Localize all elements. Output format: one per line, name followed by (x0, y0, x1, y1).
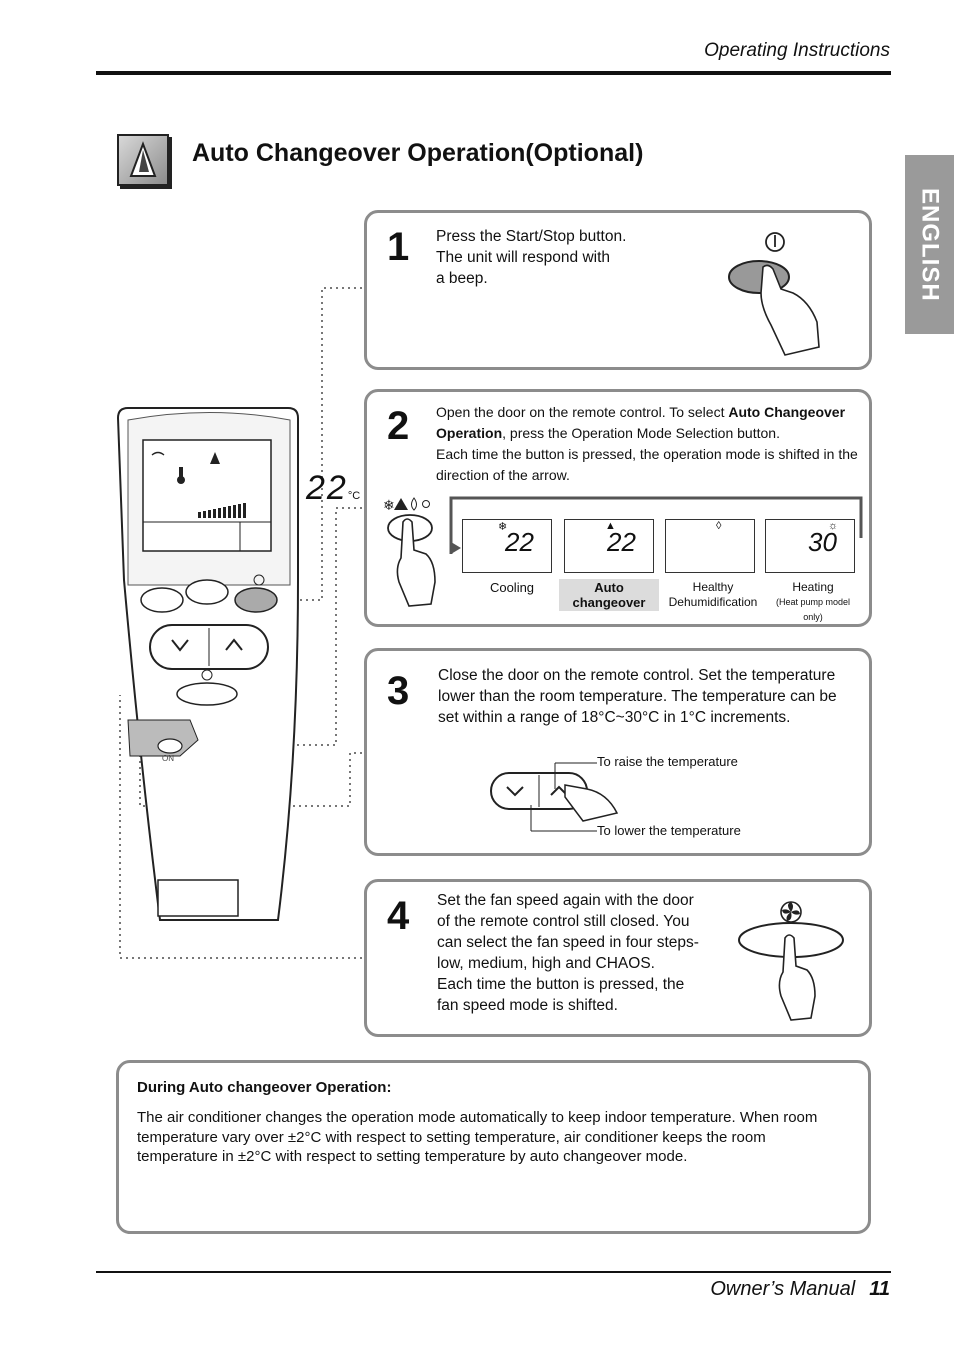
note-body: The air conditioner changes the operatio… (137, 1109, 818, 1165)
footer-rule (96, 1271, 891, 1273)
auto-mode-icon: ▲ (605, 520, 616, 532)
mode-icons: ❄ (383, 497, 430, 514)
remote-illustration (116, 287, 362, 959)
footer-manual-title: Owner’s Manual (710, 1278, 856, 1300)
remote-door-label: ON (162, 754, 174, 763)
step-number: 4 (387, 894, 410, 938)
lcd-cooling: ❄ 22 (462, 519, 552, 573)
mode-label-dehumidification: Healthy Dehumidification (668, 580, 758, 609)
mode-label-heating: Heating (Heat pump model only) (775, 580, 851, 622)
connector-step4 (119, 695, 362, 959)
step-2-text: Open the door on the remote control. To … (436, 404, 858, 483)
svg-text:❄: ❄ (383, 498, 395, 514)
page-title: Auto Changeover Operation(Optional) (192, 139, 644, 167)
language-tab: ENGLISH (905, 155, 954, 334)
mode-label-cooling: Cooling (489, 580, 535, 595)
header-section-title: Operating Instructions (704, 40, 890, 61)
connector-step3 (139, 690, 362, 807)
lower-temperature-label: To lower the temperature (597, 823, 741, 838)
footer: Owner’s Manual 11 (560, 1278, 890, 1301)
step-4-panel: 4 Set the fan speed again with the door … (364, 879, 872, 1037)
step-4-text: Set the fan speed again with the door of… (437, 892, 699, 1014)
remote-lcd-temp: 22°C (306, 469, 361, 507)
note-heading: During Auto changeover Operation: (137, 1079, 392, 1096)
lcd-heating: ☼ 30 (765, 519, 855, 573)
auto-mode-icon (117, 134, 169, 186)
step-1-text: Press the Start/Stop button. The unit wi… (436, 228, 627, 287)
step-number: 3 (387, 669, 410, 713)
connector-step1 (272, 287, 362, 601)
temperature-buttons-illustration (490, 762, 619, 832)
snowflake-icon: ❄ (498, 521, 508, 533)
step-1-panel: 1 Press the Start/Stop button. The unit … (364, 210, 872, 370)
language-tab-label: ENGLISH (916, 187, 944, 302)
step-number: 2 (387, 404, 410, 448)
note-panel: During Auto changeover Operation: The ai… (116, 1060, 871, 1234)
power-icon (765, 232, 785, 252)
step-number: 1 (387, 225, 410, 269)
page-number: 11 (869, 1278, 890, 1300)
header-rule (96, 71, 891, 75)
fan-button-illustration (738, 901, 844, 1021)
mode-cycle-arrow (449, 496, 863, 554)
lcd-auto: ▲ 22 (564, 519, 654, 573)
mode-label-auto: Auto changeover (559, 579, 659, 611)
lcd-dehumidification: ◊ (665, 519, 755, 573)
raise-temperature-label: To raise the temperature (597, 754, 738, 769)
droplet-icon: ◊ (716, 520, 722, 532)
press-start-stop-illustration (728, 232, 820, 356)
sun-icon: ☼ (828, 520, 839, 532)
step-3-panel: 3 Close the door on the remote control. … (364, 648, 872, 856)
step-3-text: Close the door on the remote control. Se… (438, 667, 837, 726)
mode-button-illustration: ❄ (383, 497, 436, 607)
step-2-panel: 2 Open the door on the remote control. T… (364, 389, 872, 627)
fan-icon (780, 901, 802, 923)
